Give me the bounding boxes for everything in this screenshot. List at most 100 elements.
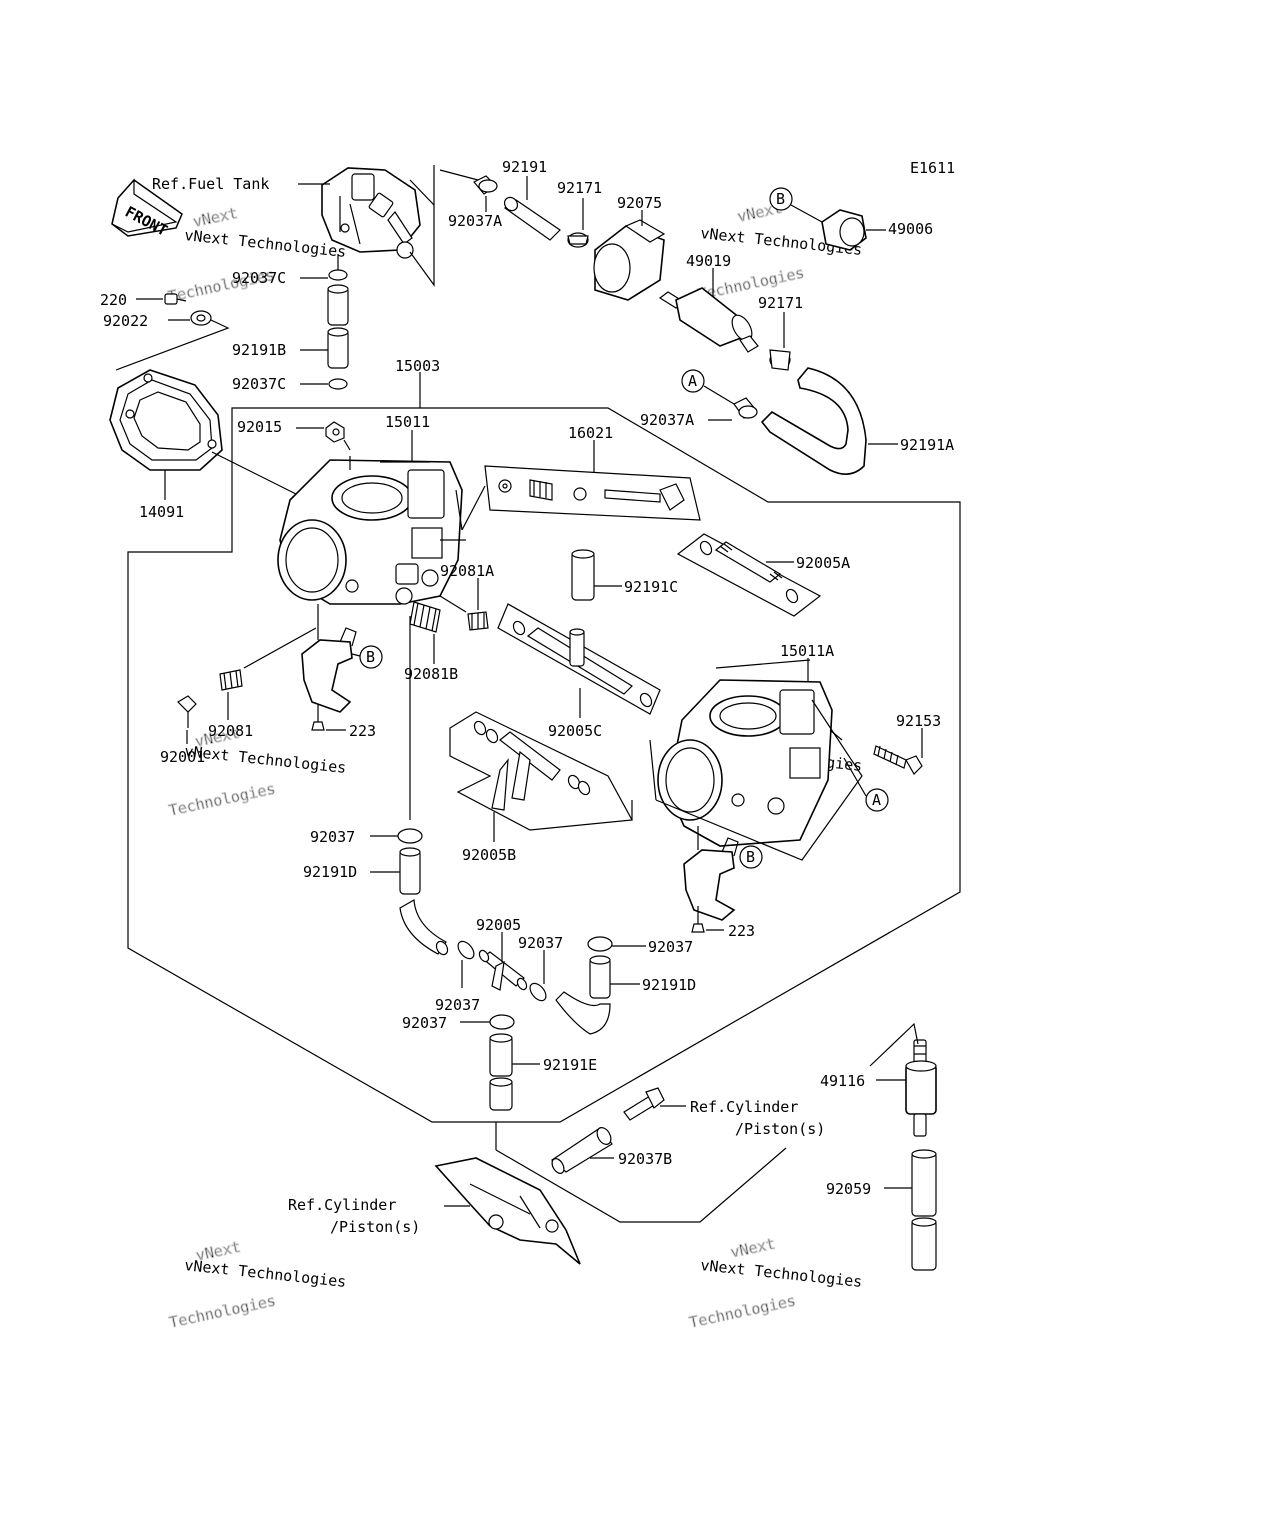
clip-92037-a bbox=[397, 828, 423, 844]
callout-b-label-1: B bbox=[776, 190, 785, 208]
part-92191c: 92191C bbox=[624, 578, 678, 596]
hose-92191d-right bbox=[555, 955, 611, 1035]
watermark-bottom-left: vNext Technologies bbox=[167, 1237, 278, 1332]
part-92081: 92081 bbox=[208, 722, 253, 740]
cap-49006 bbox=[821, 209, 867, 251]
clip-92037-d bbox=[587, 936, 613, 952]
pipe-92005 bbox=[478, 949, 528, 991]
part-223-left: 223 bbox=[349, 722, 376, 740]
fuel-filter-49019 bbox=[658, 287, 759, 353]
svg-text:Technologies: Technologies bbox=[168, 1291, 278, 1331]
screw-220 bbox=[164, 293, 187, 305]
washer-92022 bbox=[190, 310, 212, 326]
pipe-92005b bbox=[449, 711, 633, 831]
ref-cylinder-right-2: /Piston(s) bbox=[735, 1120, 825, 1138]
part-92171-mid: 92171 bbox=[758, 294, 803, 312]
part-92059: 92059 bbox=[826, 1180, 871, 1198]
part-92022: 92022 bbox=[103, 312, 148, 330]
part-220: 220 bbox=[100, 291, 127, 309]
part-92005c: 92005C bbox=[548, 722, 602, 740]
clip-92037-c bbox=[529, 982, 547, 1002]
carburetor-15011a bbox=[657, 679, 843, 847]
callout-b-circle-1 bbox=[769, 187, 793, 211]
part-92037c-top: 92037C bbox=[232, 269, 286, 287]
hose-92191e bbox=[489, 1033, 513, 1111]
part-92005: 92005 bbox=[476, 916, 521, 934]
ref-fuel-tank-label: Ref.Fuel Tank bbox=[152, 175, 269, 193]
pilot-screw-16021 bbox=[484, 465, 701, 521]
hose-92059 bbox=[911, 1149, 937, 1271]
callout-b-circle-3 bbox=[739, 845, 763, 869]
svg-text:vNext: vNext bbox=[729, 1235, 777, 1262]
callout-a-label-1: A bbox=[688, 372, 697, 390]
clip-92037-b bbox=[457, 940, 475, 960]
watermark-text-ml: vNext Technologies bbox=[184, 742, 348, 777]
bracket-left bbox=[301, 627, 357, 713]
part-92037c-mid: 92037C bbox=[232, 375, 286, 393]
part-92191d-left: 92191D bbox=[303, 863, 357, 881]
clip-92037c-top bbox=[328, 269, 348, 281]
nut-92015 bbox=[325, 421, 345, 443]
damper-92075 bbox=[593, 219, 666, 301]
hose-92191b bbox=[327, 284, 349, 369]
part-15003: 15003 bbox=[395, 357, 440, 375]
part-49019: 49019 bbox=[686, 252, 731, 270]
part-92037-a: 92037 bbox=[310, 828, 355, 846]
part-92081b: 92081B bbox=[404, 665, 458, 683]
clip-92037c-mid bbox=[328, 378, 348, 390]
part-15011: 15011 bbox=[385, 413, 430, 431]
part-92191a: 92191A bbox=[900, 436, 954, 454]
part-92191e: 92191E bbox=[543, 1056, 597, 1074]
hose-92191-top bbox=[503, 196, 561, 241]
clamp-92171-top bbox=[567, 232, 589, 248]
clip-92037-e bbox=[489, 1014, 515, 1030]
ref-cylinder-right-1: Ref.Cylinder bbox=[690, 1098, 798, 1116]
ref-cylinder-left-1: Ref.Cylinder bbox=[288, 1196, 396, 1214]
callout-b-label-3: B bbox=[746, 848, 755, 866]
part-14091: 14091 bbox=[139, 503, 184, 521]
front-arrow-icon: FRONT bbox=[111, 178, 183, 240]
clamp-92037a-top bbox=[473, 175, 498, 195]
part-92191-top: 92191 bbox=[502, 158, 547, 176]
spring-92081 bbox=[219, 669, 243, 691]
fuel-pump-ref bbox=[321, 167, 421, 259]
engine-case-ref-left bbox=[434, 1157, 581, 1265]
part-92037-c: 92037 bbox=[518, 934, 563, 952]
leader-fuel-pump bbox=[409, 179, 435, 287]
part-92005b: 92005B bbox=[462, 846, 516, 864]
part-92075: 92075 bbox=[617, 194, 662, 212]
part-15011a: 15011A bbox=[780, 642, 834, 660]
screw-92153 bbox=[873, 745, 923, 775]
watermark-text-tl: vNext Technologies bbox=[184, 226, 348, 261]
svg-text:Technologies: Technologies bbox=[167, 780, 277, 820]
hose-92191d-left bbox=[399, 847, 449, 956]
filter-49116 bbox=[905, 1039, 937, 1137]
pipe-92005a bbox=[676, 533, 822, 617]
part-92037-b: 92037 bbox=[435, 996, 480, 1014]
watermark-text-bl: vNext Technologies bbox=[184, 1256, 348, 1291]
callout-a-circle-1 bbox=[681, 369, 705, 393]
part-92037a-mid: 92037A bbox=[640, 411, 694, 429]
part-92191d-right: 92191D bbox=[642, 976, 696, 994]
part-92191b: 92191B bbox=[232, 341, 286, 359]
diagram-code: E1611 bbox=[910, 159, 955, 177]
bracket-right bbox=[683, 837, 739, 921]
part-92037-d: 92037 bbox=[648, 938, 693, 956]
screw-223-right bbox=[691, 906, 705, 933]
callout-b-circle-2 bbox=[359, 645, 383, 669]
assembly-outline-15003 bbox=[127, 407, 961, 1123]
callout-a-label-2: A bbox=[872, 791, 881, 809]
part-92001: 92001 bbox=[160, 748, 205, 766]
cover-14091 bbox=[109, 369, 223, 471]
clamp-92037a-mid bbox=[733, 397, 758, 419]
pipe-92005c bbox=[497, 603, 661, 715]
callout-a-circle-2 bbox=[865, 788, 889, 812]
screw-223-left bbox=[311, 704, 325, 731]
spring-92081b bbox=[409, 601, 441, 633]
part-92005a: 92005A bbox=[796, 554, 850, 572]
part-49006: 49006 bbox=[888, 220, 933, 238]
part-223-right: 223 bbox=[728, 922, 755, 940]
part-92153: 92153 bbox=[896, 712, 941, 730]
ref-cylinder-left-2: /Piston(s) bbox=[330, 1218, 420, 1236]
